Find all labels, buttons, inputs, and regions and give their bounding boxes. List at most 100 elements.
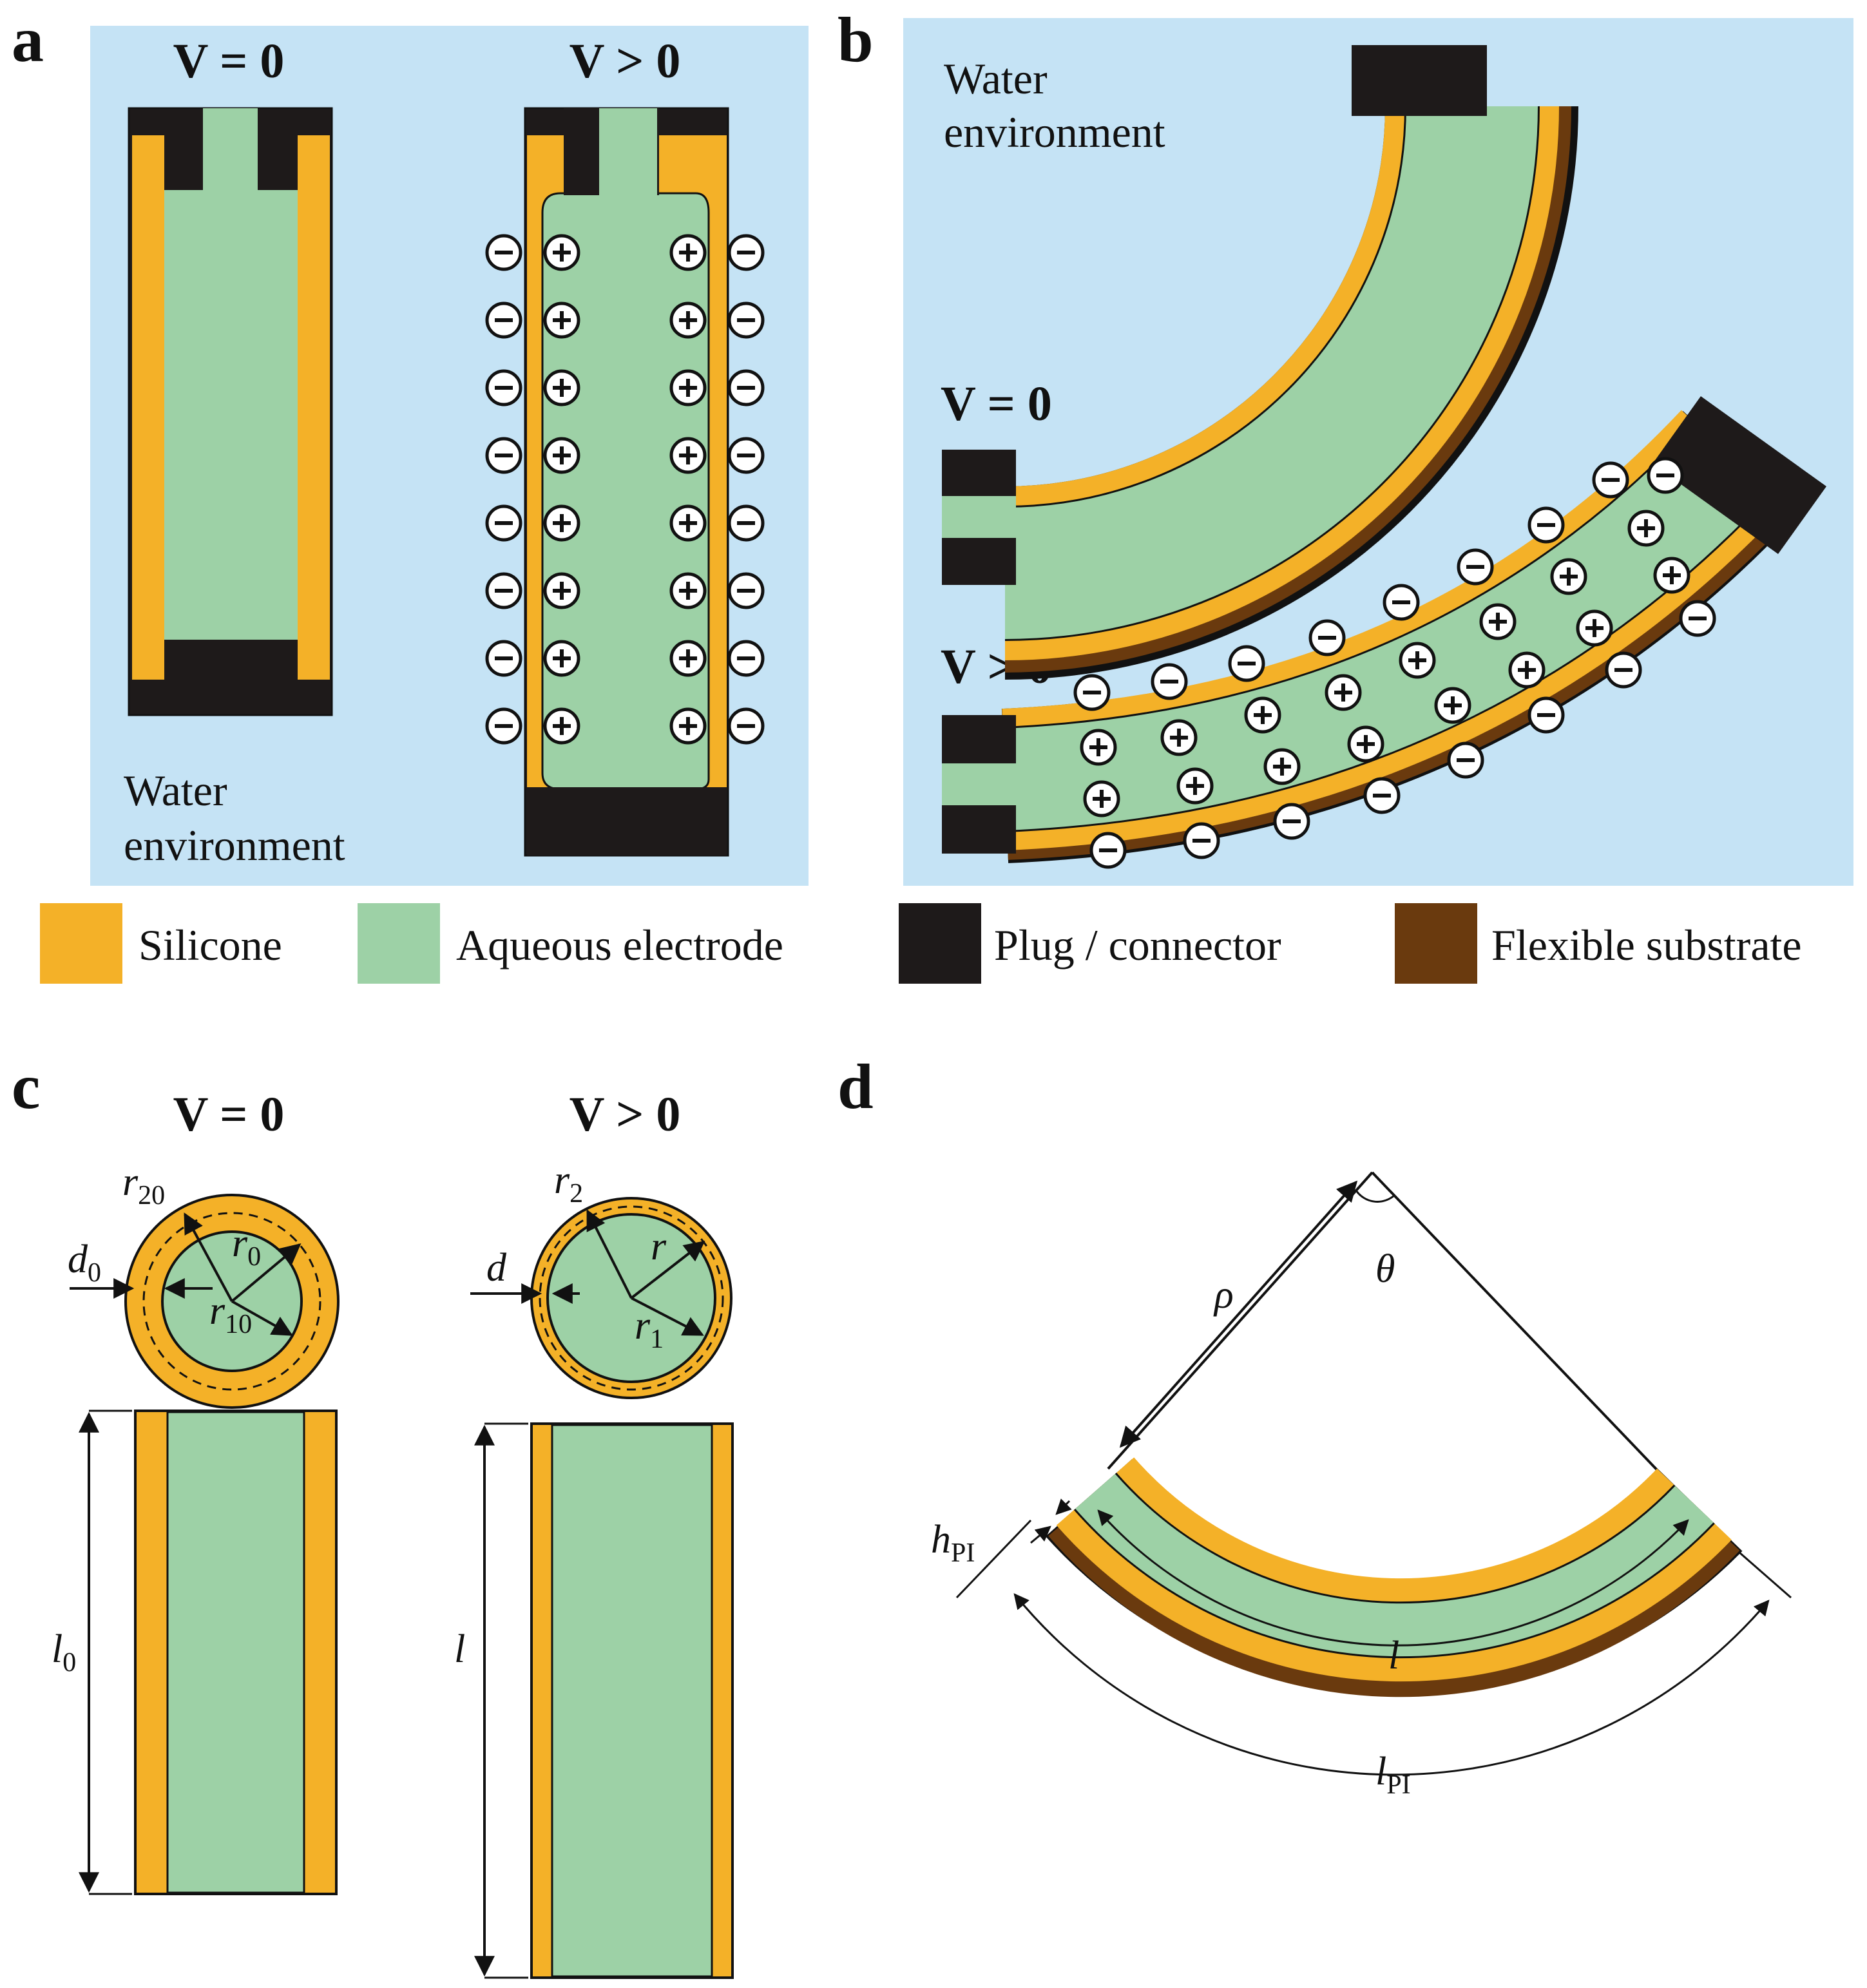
anion-icon bbox=[485, 369, 522, 406]
symbol-l-d: l bbox=[1388, 1634, 1399, 1677]
symbol-hPI: hPI bbox=[931, 1518, 975, 1568]
cation-icon bbox=[1550, 558, 1587, 595]
panel-b: b Water environment V = 0 V > 0 bbox=[838, 4, 1853, 886]
cation-icon bbox=[543, 437, 580, 474]
cation-icon bbox=[1508, 651, 1546, 689]
legend-label-silicone: Silicone bbox=[139, 921, 282, 970]
cation-icon bbox=[543, 640, 580, 677]
cation-icon bbox=[1176, 767, 1214, 805]
anion-icon bbox=[727, 707, 765, 745]
symbol-l0: l0 bbox=[52, 1627, 76, 1677]
panel-letter-b: b bbox=[838, 4, 874, 75]
cation-icon bbox=[669, 572, 707, 609]
legend-swatch-plug-connector bbox=[899, 903, 981, 984]
cation-icon bbox=[1083, 780, 1120, 817]
legend-swatch-silicone bbox=[40, 903, 122, 984]
symbol-rho: ρ bbox=[1213, 1273, 1234, 1317]
anion-icon bbox=[1592, 461, 1629, 499]
cation-icon bbox=[669, 437, 707, 474]
cation-icon bbox=[669, 369, 707, 406]
cation-icon bbox=[543, 707, 580, 745]
anion-icon bbox=[485, 504, 522, 542]
anion-icon bbox=[485, 707, 522, 745]
symbol-r10: r10 bbox=[209, 1289, 252, 1339]
length-section-charged bbox=[474, 1422, 734, 1979]
symbol-theta: θ bbox=[1375, 1247, 1395, 1291]
anion-icon bbox=[485, 640, 522, 677]
anion-icon bbox=[1679, 600, 1716, 637]
anion-icon bbox=[1363, 777, 1401, 814]
legend: Silicone Aqueous electrode Plug / connec… bbox=[40, 903, 1802, 984]
cross-section-relaxed bbox=[70, 1194, 340, 1409]
cation-icon bbox=[1576, 609, 1613, 647]
anion-icon bbox=[727, 369, 765, 406]
anion-icon bbox=[1089, 832, 1127, 869]
cation-icon bbox=[669, 640, 707, 677]
cation-icon bbox=[1434, 687, 1471, 724]
symbol-r: r bbox=[651, 1225, 667, 1268]
actuator-relaxed bbox=[128, 107, 333, 716]
cation-icon bbox=[669, 234, 707, 271]
anion-icon bbox=[485, 234, 522, 271]
anion-icon bbox=[727, 504, 765, 542]
voltage-label-left: V = 0 bbox=[173, 34, 285, 88]
cation-icon bbox=[1244, 696, 1281, 734]
cation-icon bbox=[1479, 603, 1517, 640]
symbol-r2: r2 bbox=[554, 1158, 583, 1209]
cation-icon bbox=[543, 234, 580, 271]
anion-icon bbox=[727, 301, 765, 339]
bent-strip bbox=[1045, 1457, 1743, 1697]
panel-a: a V = 0 V > 0 Water environment bbox=[12, 4, 809, 886]
cation-icon bbox=[1263, 748, 1301, 785]
voltage-label-c-right: V > 0 bbox=[570, 1087, 681, 1142]
cation-icon bbox=[1347, 725, 1384, 763]
voltage-label-upper: V = 0 bbox=[941, 377, 1052, 431]
anion-icon bbox=[727, 234, 765, 271]
bent-actuator-relaxed bbox=[942, 45, 1578, 680]
anion-icon bbox=[1308, 619, 1346, 656]
panel-letter-c: c bbox=[12, 1051, 40, 1122]
charges-a bbox=[485, 234, 765, 745]
cation-icon bbox=[669, 504, 707, 542]
water-env-label-b-line2: environment bbox=[944, 108, 1165, 157]
cation-icon bbox=[543, 301, 580, 339]
cation-icon bbox=[543, 504, 580, 542]
cation-icon bbox=[1325, 674, 1362, 711]
anion-icon bbox=[727, 572, 765, 609]
anion-icon bbox=[1457, 548, 1494, 586]
legend-label-plug-connector: Plug / connector bbox=[994, 921, 1281, 970]
anion-icon bbox=[1151, 663, 1188, 700]
panel-d: d ρ θ hPI l lPI bbox=[838, 1051, 1792, 1800]
anion-icon bbox=[727, 640, 765, 677]
water-env-label-a-line1: Water bbox=[124, 766, 227, 815]
cation-icon bbox=[669, 301, 707, 339]
cation-icon bbox=[1627, 510, 1665, 547]
cation-icon bbox=[543, 369, 580, 406]
symbol-r20: r20 bbox=[122, 1160, 165, 1210]
cation-icon bbox=[1080, 729, 1117, 766]
anion-icon bbox=[485, 437, 522, 474]
cation-icon bbox=[1399, 642, 1436, 679]
cross-section-charged bbox=[470, 1197, 732, 1399]
anion-icon bbox=[1447, 741, 1484, 779]
cation-icon bbox=[1160, 719, 1198, 756]
panel-letter-d: d bbox=[838, 1051, 874, 1122]
legend-label-aqueous-electrode: Aqueous electrode bbox=[456, 921, 783, 970]
anion-icon bbox=[1527, 696, 1565, 734]
voltage-label-c-left: V = 0 bbox=[173, 1087, 285, 1142]
water-env-label-b-line1: Water bbox=[944, 54, 1048, 103]
cation-icon bbox=[1653, 557, 1690, 594]
panel-c: c V = 0 V > 0 r20 r0 r10 d0 l0 bbox=[12, 1051, 734, 1979]
anion-icon bbox=[485, 301, 522, 339]
charges-b bbox=[1073, 457, 1716, 869]
symbol-l: l bbox=[454, 1627, 465, 1671]
voltage-label-right: V > 0 bbox=[570, 34, 681, 88]
anion-icon bbox=[1527, 506, 1565, 544]
legend-label-flexible-substrate: Flexible substrate bbox=[1491, 921, 1802, 970]
anion-icon bbox=[1228, 645, 1265, 682]
anion-icon bbox=[1605, 651, 1642, 689]
anion-icon bbox=[727, 437, 765, 474]
cation-icon bbox=[543, 572, 580, 609]
length-section-relaxed bbox=[79, 1410, 338, 1895]
